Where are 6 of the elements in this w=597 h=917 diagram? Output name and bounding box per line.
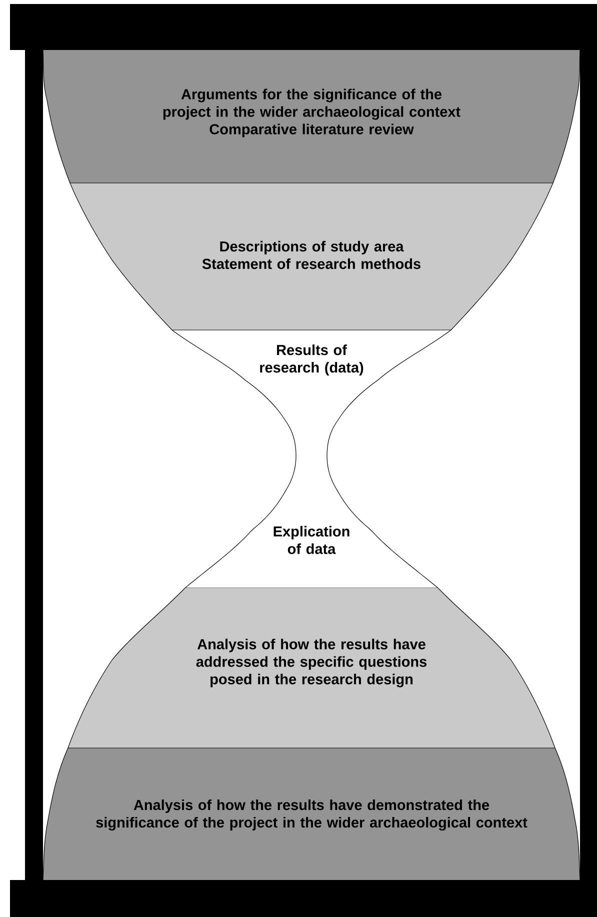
hourglass-band: Descriptions of study area Statement of research methods bbox=[70, 182, 554, 330]
hourglass-band: Explication of data bbox=[184, 454, 438, 588]
hourglass-band: Results of research (data) bbox=[172, 330, 452, 456]
hourglass-band: Arguments for the significance of the project in the wider archaeological context Comparative literature review bbox=[42, 50, 580, 184]
hourglass-band: Analysis of how the results have demonstrated the significance of the project in the wider archaeological context bbox=[42, 748, 580, 880]
hourglass-band: Analysis of how the results have addressed the specific questions posed in the research design bbox=[68, 588, 556, 748]
